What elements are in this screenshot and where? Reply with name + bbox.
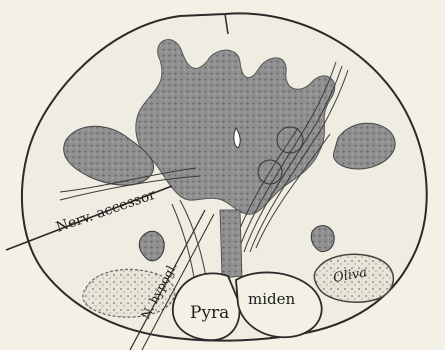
label-pyra: Pyra: [190, 303, 229, 323]
label-miden: miden: [248, 290, 296, 308]
median-raphe: [220, 210, 242, 278]
